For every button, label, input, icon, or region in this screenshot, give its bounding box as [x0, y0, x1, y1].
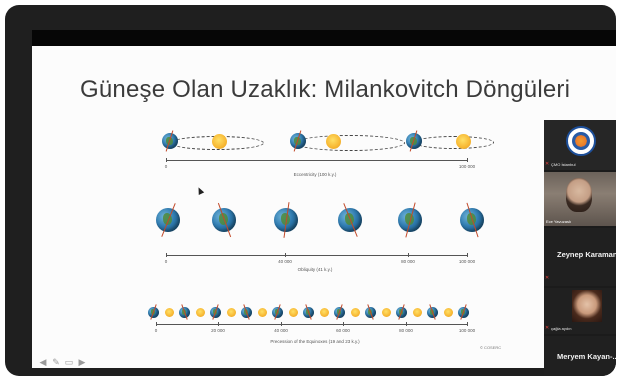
- precession-axis: [156, 324, 468, 325]
- mic-muted-icon: ✕: [545, 275, 550, 281]
- obliquity-axis: [166, 255, 468, 256]
- organization-logo-icon: [566, 126, 596, 156]
- axis-tick: [467, 322, 468, 326]
- tick-label: 0: [164, 164, 168, 169]
- participant-tile[interactable]: Meryem Kayan-...: [544, 336, 616, 376]
- axis-tick: [408, 253, 409, 257]
- arrow-right-icon[interactable]: ▶: [78, 357, 86, 367]
- arrow-left-icon[interactable]: ◀: [39, 357, 47, 367]
- tick-label: 40 000: [274, 328, 288, 333]
- axis-tick: [343, 322, 344, 326]
- tick-label: 60 000: [336, 328, 350, 333]
- axis-tick: [285, 253, 286, 257]
- sun-icon: [412, 308, 422, 317]
- precession-caption: Precession of the Equinoxes (19 and 23 k…: [270, 339, 360, 344]
- slide-title: Güneşe Olan Uzaklık: Milankovitch Döngül…: [80, 76, 571, 103]
- orbit-ellipse: [414, 136, 494, 149]
- sun-icon: [288, 308, 298, 317]
- tick-label: 80 000: [401, 259, 415, 264]
- tick-label: 100 000: [458, 328, 476, 333]
- avatar: [572, 290, 602, 322]
- sun-icon: [456, 134, 471, 149]
- sun-icon: [381, 308, 391, 317]
- participants-panel: ✕ ÇMO İstanbul Ece Yavuzaslı Zeynep Kara…: [544, 120, 616, 376]
- orbit-ellipse: [295, 135, 405, 151]
- sun-icon: [350, 308, 360, 317]
- participant-name: ÇMO İstanbul: [551, 162, 576, 167]
- tick-label: 100 000: [458, 164, 476, 169]
- avatar: [566, 178, 592, 212]
- axis-tick: [218, 322, 219, 326]
- tick-label: 100 000: [458, 259, 476, 264]
- sun-icon: [212, 134, 227, 149]
- obliquity-caption: Obliquity (41 k.y.): [297, 267, 333, 272]
- sun-icon: [326, 134, 341, 149]
- copyright-note: © COSERC: [480, 345, 502, 350]
- tick-label: 0: [164, 259, 168, 264]
- mic-muted-icon: ✕: [545, 325, 550, 331]
- axis-tick: [166, 253, 167, 257]
- eccentricity-axis: [166, 160, 468, 161]
- participant-tile[interactable]: ✕ ÇMO İstanbul: [544, 120, 616, 170]
- sun-icon: [226, 308, 236, 317]
- axis-tick: [467, 253, 468, 257]
- tick-label: 20 000: [211, 328, 225, 333]
- axis-tick: [467, 158, 468, 162]
- slides-icon[interactable]: ▭: [64, 357, 74, 367]
- sun-icon: [319, 308, 329, 317]
- slide-top-bar: [32, 30, 616, 46]
- participant-name: Ece Yavuzaslı: [546, 219, 571, 224]
- participant-tile[interactable]: Ece Yavuzaslı: [544, 172, 616, 226]
- sun-icon: [164, 308, 174, 317]
- participant-name: Zeynep Karamanli: [557, 250, 616, 259]
- participant-name: Meryem Kayan-...: [557, 352, 616, 361]
- pen-icon[interactable]: ✎: [52, 357, 60, 367]
- mouse-cursor-icon: [195, 186, 205, 195]
- sun-icon: [257, 308, 267, 317]
- sun-icon: [195, 308, 205, 317]
- axis-tick: [281, 322, 282, 326]
- axis-tick: [406, 322, 407, 326]
- tick-label: 0: [154, 328, 158, 333]
- axis-tick: [166, 158, 167, 162]
- sun-icon: [443, 308, 453, 317]
- eccentricity-caption: Eccentricity (100 k.y.): [293, 172, 337, 177]
- tick-label: 80 000: [399, 328, 413, 333]
- mic-muted-icon: ✕: [545, 161, 550, 167]
- shared-slide: Güneşe Olan Uzaklık: Milankovitch Döngül…: [32, 46, 616, 368]
- axis-tick: [156, 322, 157, 326]
- tick-label: 40 000: [278, 259, 292, 264]
- participant-name: çağla aydın: [551, 326, 572, 331]
- participant-tile[interactable]: ✕ çağla aydın: [544, 288, 616, 334]
- participant-tile[interactable]: Zeynep Karamanli ✕: [544, 228, 616, 286]
- slide-toolbar: ◀ ✎ ▭ ▶: [38, 356, 87, 368]
- presentation-window: Güneşe Olan Uzaklık: Milankovitch Döngül…: [5, 5, 616, 376]
